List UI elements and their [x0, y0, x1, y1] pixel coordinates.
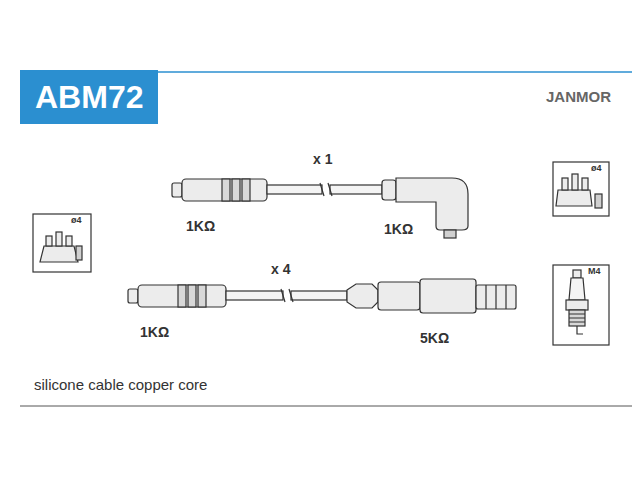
- footer-rule: [20, 406, 632, 407]
- resistance-value: 1KΩ: [186, 219, 215, 234]
- header-rule: [150, 71, 632, 73]
- quantity: x 1: [313, 152, 332, 167]
- resistance-value: 5KΩ: [420, 331, 449, 346]
- spark-plug-icon: [553, 265, 609, 345]
- brand-name: JANMOR: [546, 89, 611, 106]
- quantity: x 4: [271, 262, 290, 277]
- note: silicone cable copper core: [34, 377, 207, 394]
- resistance-value: 1KΩ: [384, 222, 413, 237]
- bottom-cable: [128, 279, 516, 313]
- title-tab: ABM72: [20, 70, 158, 124]
- top-cable: [172, 178, 468, 238]
- distributor-icon: [33, 214, 91, 272]
- diameter-mark: ø4: [71, 216, 82, 226]
- product-code: ABM72: [35, 81, 158, 113]
- resistance-value: 1KΩ: [140, 325, 169, 340]
- thread-mark: M4: [588, 267, 601, 277]
- diameter-mark: ø4: [591, 164, 602, 174]
- distributor-icon: [553, 162, 609, 216]
